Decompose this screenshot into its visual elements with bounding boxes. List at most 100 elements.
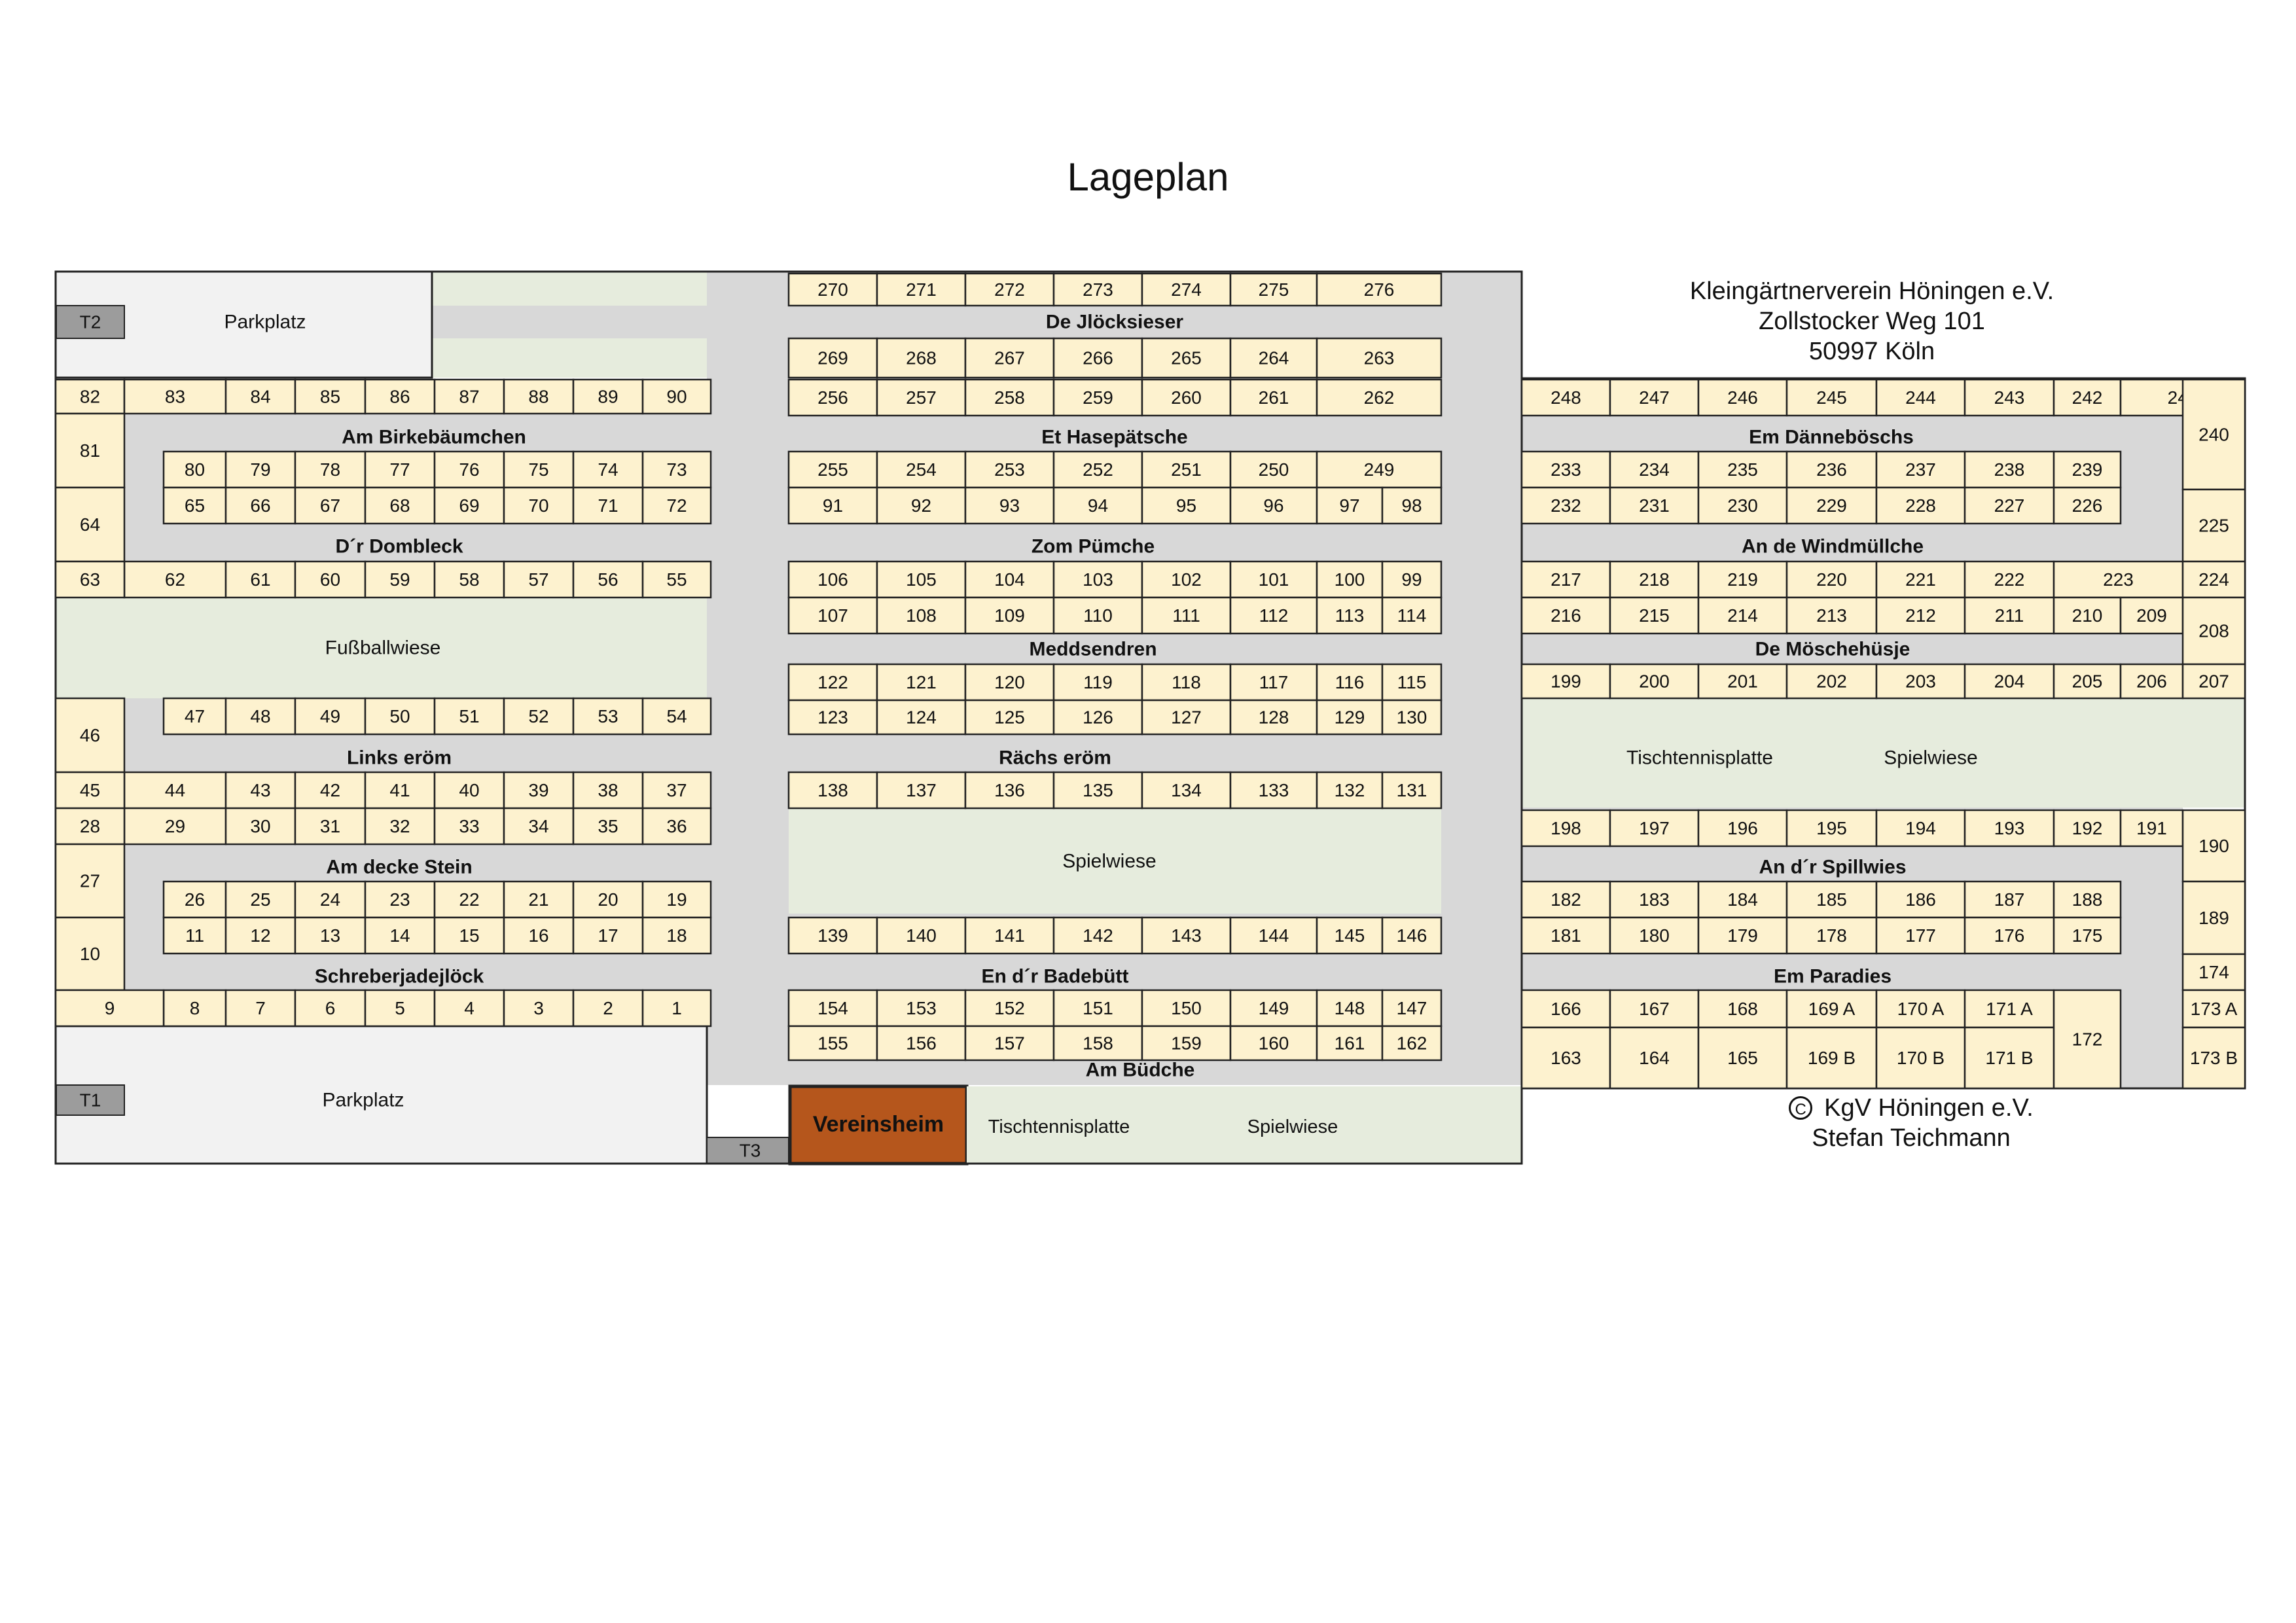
plot-114 bbox=[1381, 596, 1443, 635]
plot-155 bbox=[787, 1025, 878, 1061]
plot-label-258: 258 bbox=[994, 387, 1025, 408]
plot-label-98: 98 bbox=[1401, 495, 1422, 516]
toilet-t1-label: T1 bbox=[80, 1090, 101, 1111]
plot-label-100: 100 bbox=[1335, 569, 1365, 590]
plot-181 bbox=[1520, 916, 1611, 955]
plot-label-66: 66 bbox=[250, 495, 270, 516]
plot-label-255: 255 bbox=[817, 459, 848, 480]
plot-label-214: 214 bbox=[1727, 605, 1758, 626]
plot-label-45: 45 bbox=[80, 780, 100, 800]
plot-4 bbox=[433, 989, 505, 1027]
plot-228 bbox=[1875, 486, 1966, 525]
plot-20 bbox=[572, 880, 644, 919]
plot-label-222: 222 bbox=[1994, 569, 2025, 590]
plot-label-218: 218 bbox=[1639, 569, 1670, 590]
plot-label-226: 226 bbox=[2072, 495, 2103, 516]
plot-61 bbox=[224, 560, 296, 599]
plot-205 bbox=[2053, 663, 2122, 700]
plot-label-120: 120 bbox=[994, 672, 1025, 692]
plot-127 bbox=[1141, 699, 1232, 736]
plot-76 bbox=[433, 450, 505, 489]
plot-176 bbox=[1964, 916, 2055, 955]
plot-label-196: 196 bbox=[1727, 818, 1758, 838]
address-line-1: Kleingärtnerverein Höningen e.V. bbox=[1689, 277, 2054, 305]
plot-label-159: 159 bbox=[1171, 1033, 1202, 1054]
plot-263 bbox=[1316, 337, 1443, 379]
plot-label-81: 81 bbox=[80, 440, 100, 461]
plot-12 bbox=[224, 916, 296, 955]
parking-bottom-label: Parkplatz bbox=[322, 1090, 404, 1111]
plot-label-54: 54 bbox=[666, 706, 687, 726]
plot-label-111: 111 bbox=[1172, 605, 1200, 626]
plot-label-41: 41 bbox=[389, 780, 410, 800]
plot-93 bbox=[964, 486, 1055, 525]
plot-label-152: 152 bbox=[994, 998, 1025, 1018]
plot-142 bbox=[1052, 916, 1143, 955]
plot-9 bbox=[54, 989, 165, 1027]
plot-label-216: 216 bbox=[1551, 605, 1581, 626]
plot-label-79: 79 bbox=[250, 459, 270, 480]
plot-label-233: 233 bbox=[1551, 459, 1581, 480]
plot-115 bbox=[1381, 663, 1443, 702]
plot-131 bbox=[1381, 771, 1443, 810]
plot-197 bbox=[1609, 809, 1700, 847]
plot-label-257: 257 bbox=[906, 387, 937, 408]
plot-249 bbox=[1316, 450, 1443, 489]
plot-label-247: 247 bbox=[1639, 387, 1670, 408]
plot-219 bbox=[1697, 560, 1788, 599]
plot-203 bbox=[1875, 663, 1966, 700]
plot-label-36: 36 bbox=[666, 816, 687, 836]
plot-label-215: 215 bbox=[1639, 605, 1670, 626]
path-label-3: Em Dänneböschs bbox=[1749, 427, 1914, 448]
right-table-tennis-label: Tischtennisplatte bbox=[1626, 747, 1773, 769]
plot-label-259: 259 bbox=[1083, 387, 1113, 408]
plot-66 bbox=[224, 486, 296, 525]
plot-label-190: 190 bbox=[2198, 836, 2229, 856]
plot-112 bbox=[1229, 596, 1318, 635]
path-label-16: Am Büdche bbox=[1086, 1060, 1195, 1081]
plot-label-31: 31 bbox=[320, 816, 340, 836]
plot-label-269: 269 bbox=[817, 348, 848, 368]
plot-label-105: 105 bbox=[906, 569, 937, 590]
plot-label-180: 180 bbox=[1639, 925, 1670, 946]
plot-label-55: 55 bbox=[666, 569, 687, 590]
plot-36 bbox=[641, 807, 712, 846]
plot-130 bbox=[1381, 699, 1443, 736]
plot-label-3: 3 bbox=[533, 998, 544, 1018]
plot-label-160: 160 bbox=[1259, 1033, 1289, 1054]
plot-label-147: 147 bbox=[1397, 998, 1427, 1018]
plot-label-239: 239 bbox=[2072, 459, 2103, 480]
plot-label-56: 56 bbox=[598, 569, 618, 590]
plot-label-5: 5 bbox=[395, 998, 405, 1018]
plot-200 bbox=[1609, 663, 1700, 700]
plot-label-219: 219 bbox=[1727, 569, 1758, 590]
credit-author: Stefan Teichmann bbox=[1812, 1124, 2011, 1152]
plot-label-274: 274 bbox=[1171, 279, 1202, 300]
plot-204 bbox=[1964, 663, 2055, 700]
plot-119 bbox=[1052, 663, 1143, 702]
plot-label-110: 110 bbox=[1083, 605, 1113, 626]
plot-label-1: 1 bbox=[672, 998, 682, 1018]
plot-label-186: 186 bbox=[1905, 889, 1936, 910]
plot-label-197: 197 bbox=[1639, 818, 1670, 838]
plot-label-138: 138 bbox=[817, 780, 848, 800]
plot-1 bbox=[641, 989, 712, 1027]
plot-135 bbox=[1052, 771, 1143, 810]
plot-15 bbox=[433, 916, 505, 955]
plot-label-181: 181 bbox=[1551, 925, 1581, 946]
plot-label-175: 175 bbox=[2072, 925, 2103, 946]
plot-label-238: 238 bbox=[1994, 459, 2025, 480]
plot-173B bbox=[2181, 1026, 2246, 1090]
plot-label-116: 116 bbox=[1335, 672, 1365, 692]
plot-81 bbox=[54, 412, 126, 489]
plot-73 bbox=[641, 450, 712, 489]
page-title: Lageplan bbox=[1067, 155, 1229, 199]
plot-125 bbox=[964, 699, 1055, 736]
plot-83 bbox=[123, 378, 227, 415]
plot-label-137: 137 bbox=[906, 780, 937, 800]
plot-185 bbox=[1785, 880, 1878, 919]
plot-152 bbox=[964, 989, 1055, 1027]
plot-98 bbox=[1381, 486, 1443, 525]
plot-100 bbox=[1316, 560, 1384, 599]
plot-223 bbox=[2053, 560, 2184, 599]
